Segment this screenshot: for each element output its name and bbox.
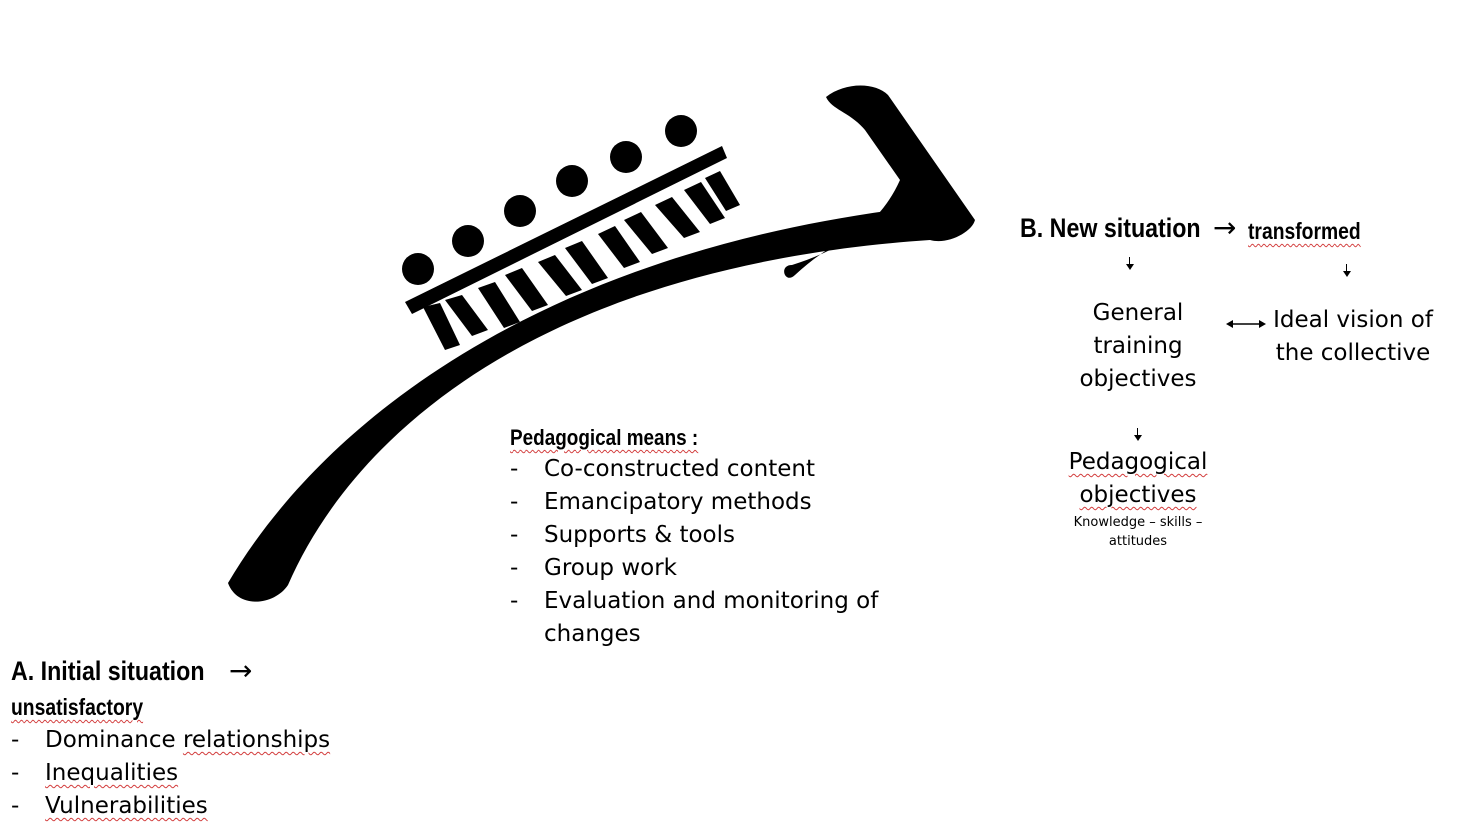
people-icon	[402, 115, 740, 350]
initial-situation-heading: A. Initial situation	[11, 656, 205, 686]
list-item: Emancipatory methods	[510, 486, 910, 519]
list-item: Vulnerabilities	[11, 790, 330, 823]
pedagogical-objectives-label: Pedagogical objectives	[1068, 449, 1208, 508]
right-arrow-icon: →	[229, 654, 253, 687]
list-item: Co-constructed content	[510, 453, 910, 486]
transformed-label: transformed	[1248, 218, 1361, 244]
list-item: Inequalities	[11, 757, 330, 790]
list-item-text: Vulnerabilities	[45, 793, 208, 819]
pedagogical-means-block: Pedagogical means : Co-constructed conte…	[510, 424, 910, 651]
list-item: Dominance relationships	[11, 724, 330, 757]
right-arrow-icon: →	[1213, 211, 1237, 244]
curved-arrow-icon	[228, 85, 975, 602]
knowledge-skills-attitudes-note: Knowledge – skills – attitudes	[1062, 513, 1214, 551]
ideal-vision-box: Ideal vision of the collective	[1262, 304, 1444, 370]
general-objectives-label: General training objectives	[1079, 300, 1197, 392]
down-arrow-icon	[1125, 257, 1135, 271]
general-objectives-box: General training objectives	[1058, 297, 1218, 396]
list-item-text: Inequalities	[45, 760, 179, 786]
sub-note-text: Knowledge – skills – attitudes	[1073, 515, 1203, 549]
pedagogical-objectives-box: Pedagogical objectives	[1050, 446, 1226, 512]
list-item: Group work	[510, 552, 910, 585]
unsatisfactory-label: unsatisfactory	[11, 694, 144, 720]
list-item-emphasis: relationships	[182, 727, 331, 753]
initial-situation-block: A. Initial situation → unsatisfactory Do…	[11, 654, 330, 823]
initial-situation-list: Dominance relationships Inequalities Vul…	[11, 724, 330, 823]
down-arrow-icon	[1133, 428, 1143, 442]
ideal-vision-label: Ideal vision of the collective	[1273, 307, 1433, 366]
list-item: Evaluation and monitoring of changes	[510, 585, 889, 651]
pedagogical-means-heading: Pedagogical means :	[510, 425, 699, 450]
list-item: Supports & tools	[510, 519, 910, 552]
new-situation-heading: B. New situation	[1020, 213, 1201, 243]
down-arrow-icon	[1342, 264, 1352, 278]
pedagogical-means-list: Co-constructed content Emancipatory meth…	[510, 453, 910, 651]
double-arrow-icon	[1226, 320, 1266, 328]
